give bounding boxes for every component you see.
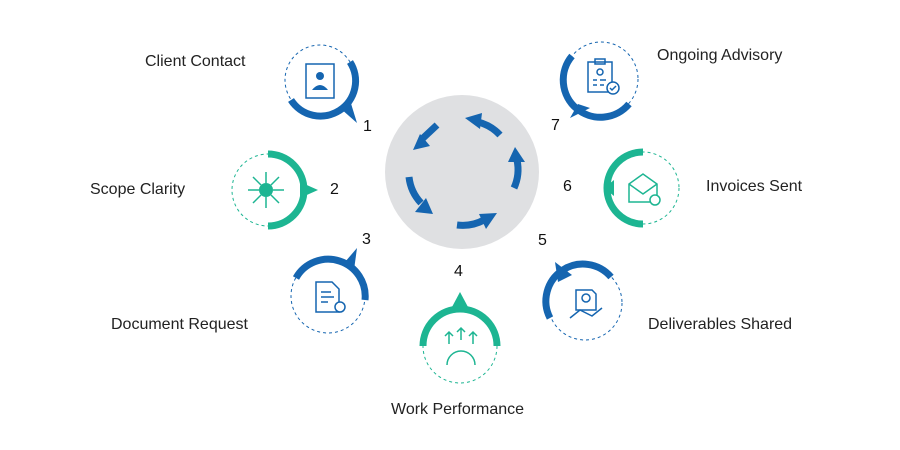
step-2-node	[231, 150, 318, 230]
step-6-number: 6	[563, 178, 572, 195]
step-1-node	[284, 44, 360, 123]
step-2-number: 2	[330, 181, 339, 198]
step-5-node	[542, 260, 623, 341]
step-4-label: Work Performance	[391, 401, 525, 418]
expand-arrows-icon	[248, 172, 284, 208]
step-2-label: Scope Clarity	[90, 181, 186, 198]
document-refresh-icon	[315, 281, 346, 313]
step-4-number: 4	[454, 263, 463, 280]
step-7-node	[559, 41, 639, 121]
hub	[385, 95, 539, 249]
cycle-arrows-icon	[405, 113, 525, 229]
step-6-label: Invoices Sent	[706, 178, 803, 195]
envelope-send-icon	[628, 173, 661, 206]
step-1-label: Client Contact	[145, 53, 246, 70]
step-3-label: Document Request	[111, 316, 248, 333]
step-5-label: Deliverables Shared	[648, 316, 793, 333]
step-3-number: 3	[362, 231, 371, 248]
contact-card-icon	[305, 63, 335, 99]
step-7-label: Ongoing Advisory	[657, 47, 783, 64]
step-6-node	[603, 148, 680, 228]
step-5-number: 5	[538, 232, 547, 249]
handshake-document-icon	[569, 289, 603, 319]
step-7-number: 7	[551, 117, 560, 134]
clipboard-check-icon	[587, 58, 620, 95]
step-1-number: 1	[363, 118, 372, 135]
growth-gauge-icon	[444, 326, 478, 366]
step-4-node	[419, 292, 501, 384]
step-3-node	[290, 248, 369, 334]
